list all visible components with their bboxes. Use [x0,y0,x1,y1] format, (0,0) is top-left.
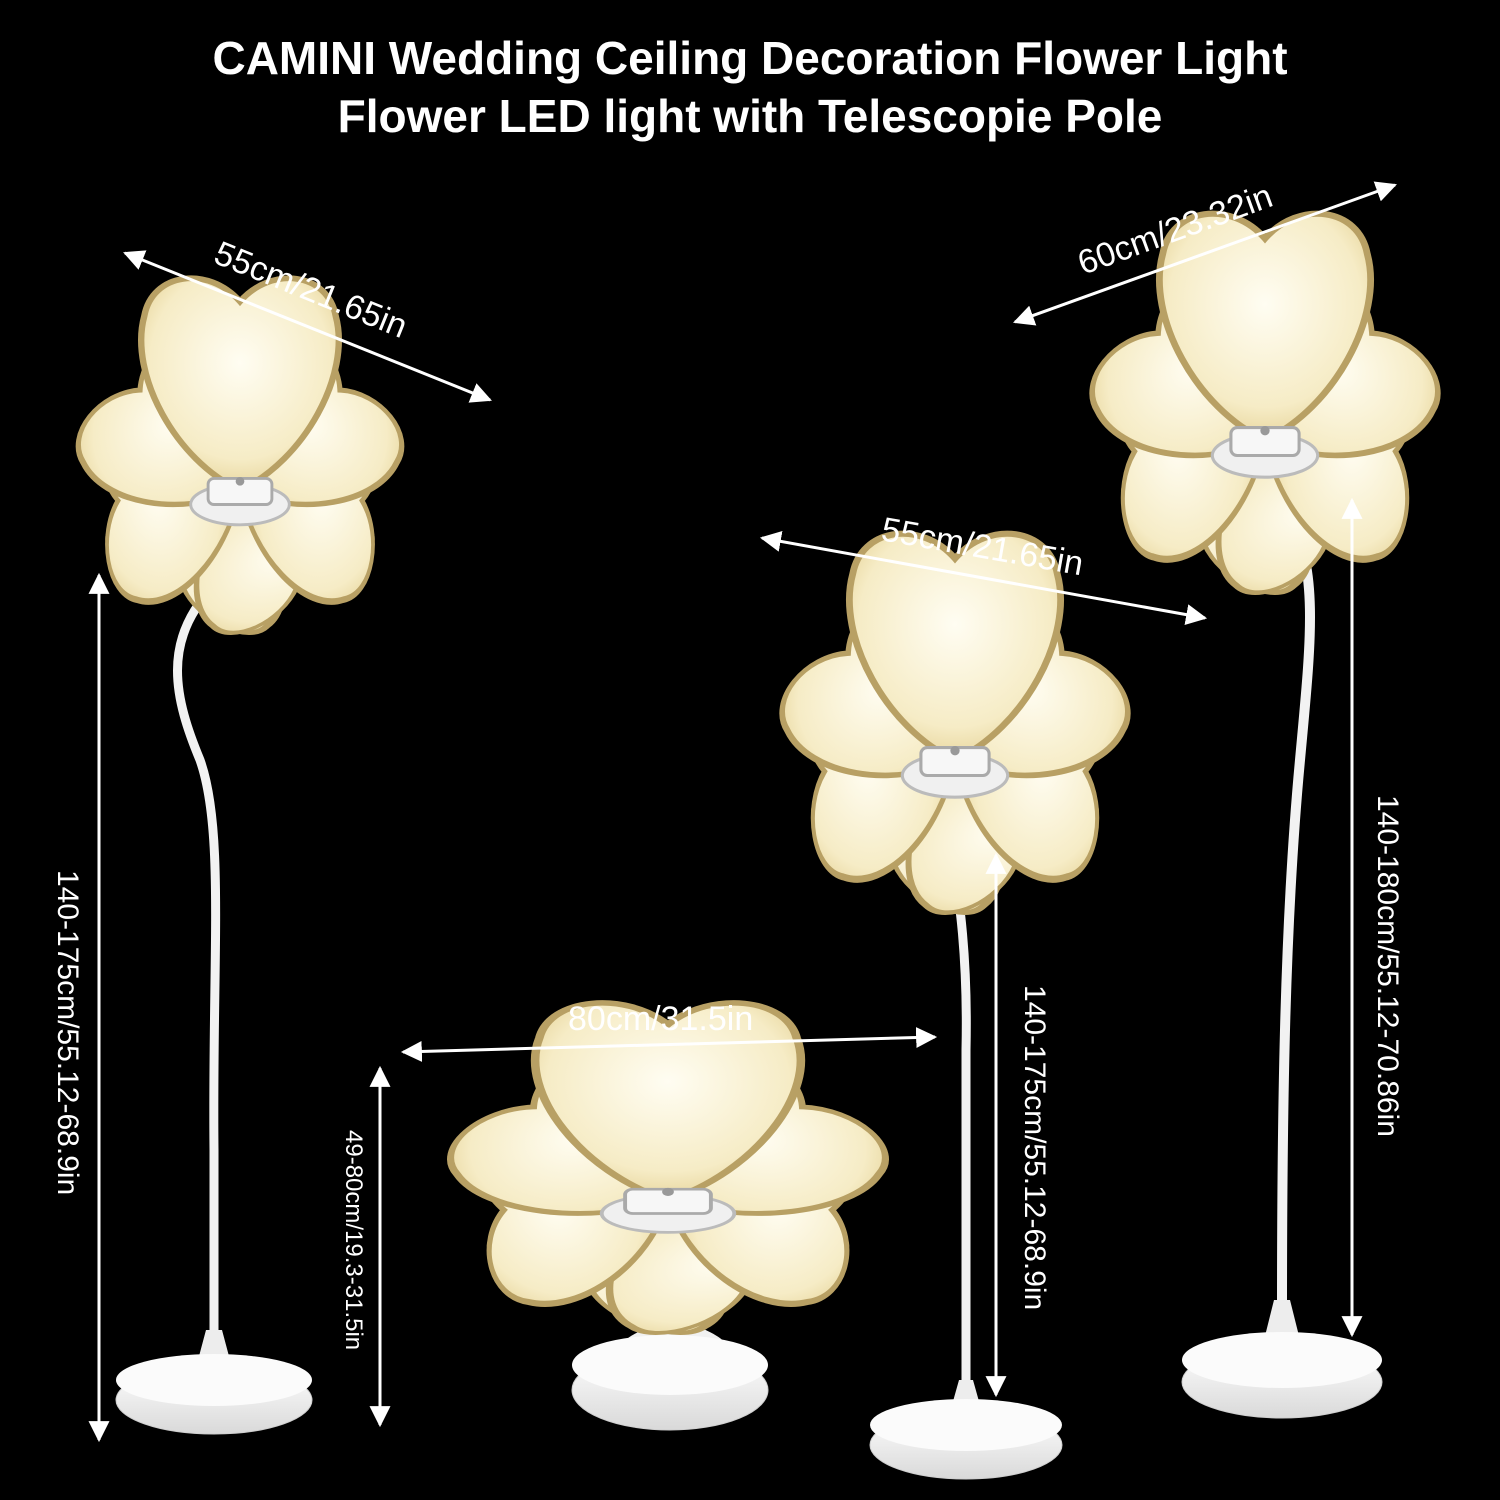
lamp-2-width-arrow [759,531,1208,625]
lamp-1-height-label: 140-175cm/55.12-68.9in [51,870,84,1195]
title-line-1: CAMINI Wedding Ceiling Decoration Flower… [212,32,1288,84]
lamp-1-left [61,278,419,1435]
lamp-2-center [764,534,1147,1480]
lamp-3-height-label: 140-180cm/55.12-70.86in [1371,795,1404,1137]
lamp-4-width-arrow [400,1027,938,1062]
lamp-2-height-label: 140-175cm/55.12-68.9in [1018,985,1051,1310]
lamp-3-width-arrow [1013,181,1397,326]
lamp-4-width-label: 80cm/31.5in [568,1000,753,1038]
lamp-4-short [427,1003,908,1431]
lamp-3-right [1074,214,1457,1419]
title-line-2: Flower LED light with Telescopie Pole [337,90,1163,142]
lamp-4-height-label: 49-80cm/19.3-31.5in [340,1130,367,1350]
lamp-1-width-arrow [123,250,492,403]
